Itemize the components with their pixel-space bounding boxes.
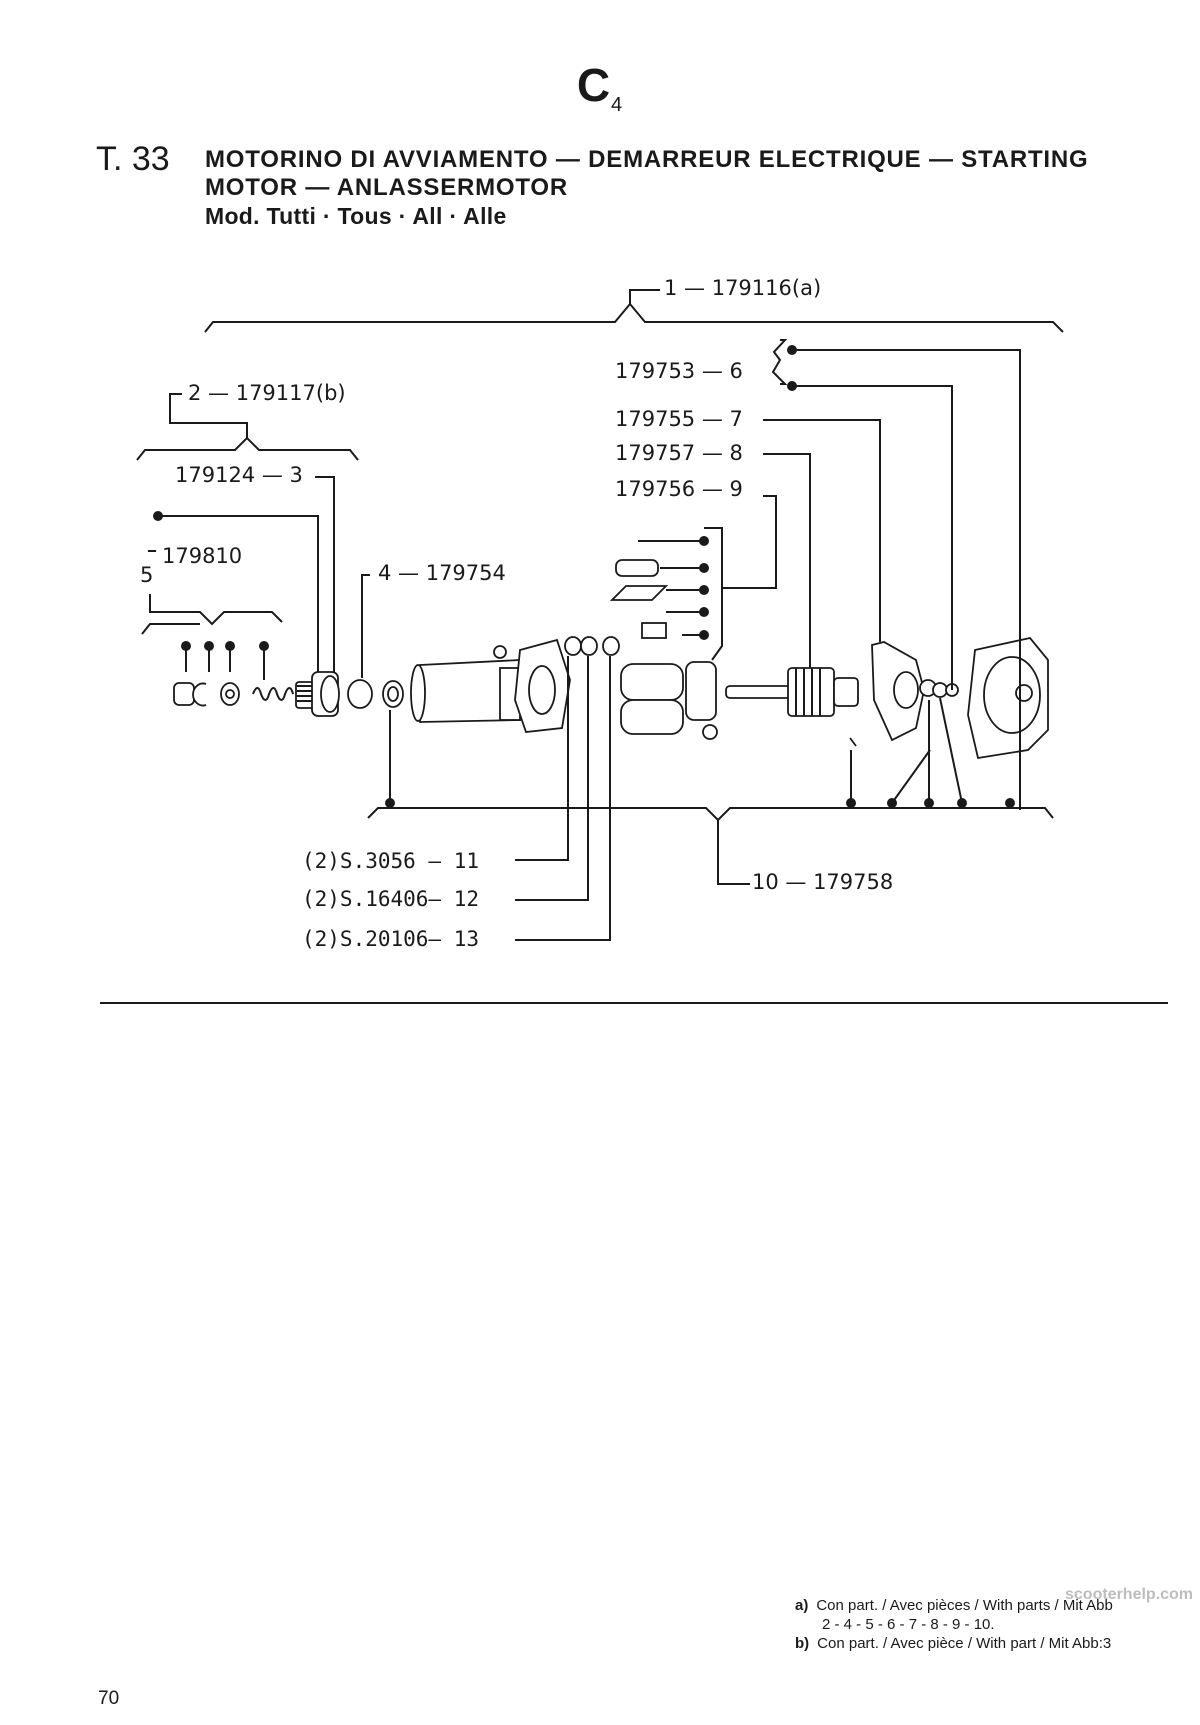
callout-7: 179755 — 7: [615, 407, 743, 431]
title-line-1: MOTORINO DI AVVIAMENTO — DEMARREUR ELECT…: [205, 146, 1089, 173]
section-subscript: 4: [611, 94, 624, 117]
callout-9: 179756 — 9: [615, 477, 743, 501]
brace-group-1: 1 — 179116(a): [204, 276, 1064, 333]
callout-6: 179753 — 6: [615, 359, 743, 383]
callout-2: 2 — 179117(b): [188, 381, 346, 405]
callout-4-leader: 4 — 179754: [361, 561, 506, 678]
callout-11: (2)S.3056 — 11: [302, 849, 479, 873]
brush-holder: [609, 527, 723, 740]
footnote-a-line-2: 2 - 4 - 5 - 6 - 7 - 8 - 9 - 10.: [822, 1616, 995, 1633]
brace-group-10: 10 — 179758: [367, 697, 1054, 894]
motor-housing: [410, 636, 620, 733]
callout-5-code: 179810: [162, 544, 242, 568]
brace-group-2: 2 — 179117(b): [136, 381, 359, 461]
callout-13: (2)S.20106— 13: [302, 927, 479, 951]
table-number: T. 33: [96, 140, 170, 178]
watermark: scooterhelp.com: [1065, 1586, 1194, 1603]
footnote-a: a) Con part. / Avec pièces / With parts /…: [795, 1596, 1113, 1615]
title-line-2: MOTOR — ANLASSERMOTOR: [205, 174, 569, 201]
footnote-b: b) Con part. / Avec pièce / With part / M…: [795, 1634, 1113, 1653]
page-number: 70: [98, 1688, 120, 1709]
callout-10: 10 — 179758: [752, 870, 893, 894]
callout-4: 4 — 179754: [378, 561, 506, 585]
end-cover: [967, 637, 1049, 760]
title-line-3: Mod. Tutti · Tous · All · Alle: [205, 203, 507, 229]
callout-8: 179757 — 8: [615, 441, 743, 465]
section-code: C4: [0, 58, 1200, 117]
footnote-b-marker: b): [795, 1635, 810, 1652]
armature: [725, 667, 859, 717]
callout-1: 1 — 179116(a): [664, 276, 821, 300]
washer-callouts: (2)S.3056 — 11 (2)S.16406— 12 (2)S.20106…: [302, 656, 611, 951]
brace-group-5: 179810 5: [140, 544, 283, 680]
callout-7-leader: 179755 — 7: [615, 407, 881, 642]
footnote-b-text: Con part. / Avec pièce / With part / Mit…: [817, 1635, 1112, 1652]
section-letter: C: [576, 59, 612, 111]
bush-parts: [173, 682, 294, 707]
footnote-a-marker: a): [795, 1597, 809, 1614]
end-plate: [849, 641, 959, 747]
callout-3-leader: 179124 — 3: [153, 463, 335, 682]
callout-6-leader: 179753 — 6: [615, 339, 1021, 810]
pinion-gear: [295, 671, 404, 717]
footnotes: a) Con part. / Avec pièces / With parts /…: [795, 1596, 1113, 1653]
callout-8-leader: 179757 — 8: [615, 441, 811, 668]
callout-9-leader: 179756 — 9: [615, 477, 777, 589]
callout-5-number: 5: [140, 563, 153, 587]
callout-12: (2)S.16406— 12: [302, 887, 479, 911]
footnote-a-line-1: Con part. / Avec pièces / With parts / M…: [816, 1597, 1113, 1614]
callout-3: 179124 — 3: [175, 463, 303, 487]
